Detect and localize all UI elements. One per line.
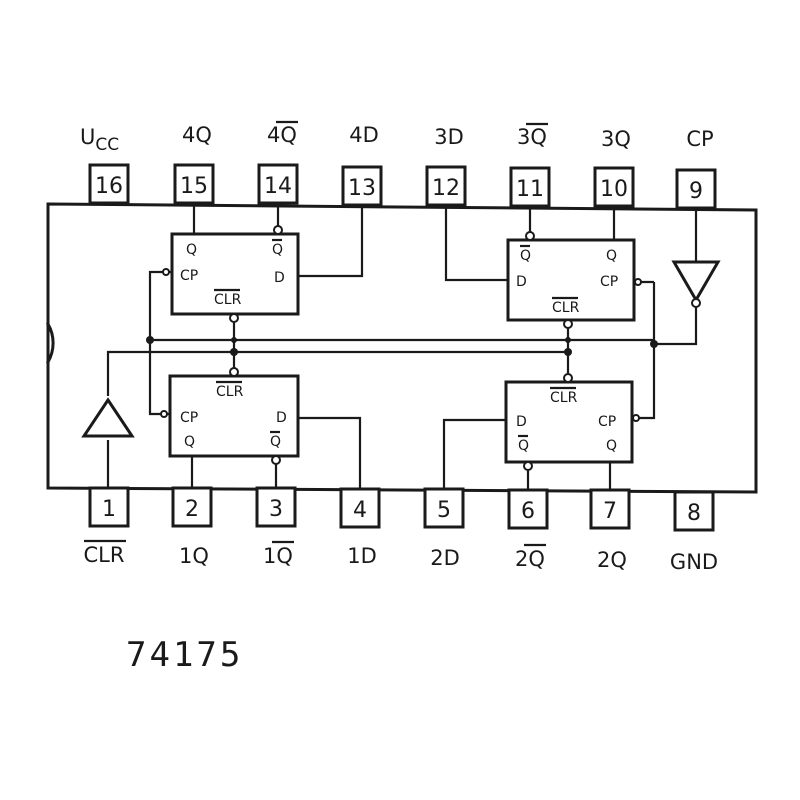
inversion-bubble — [563, 319, 573, 329]
pin-number: 10 — [600, 177, 628, 202]
pin-label-3q: 3Q — [601, 127, 631, 151]
bottom-pin-5: 5 — [423, 487, 465, 529]
top-pin-12: 12 — [425, 165, 467, 207]
inversion-bubble — [563, 373, 573, 383]
bottom-pin-2: 2 — [171, 486, 213, 528]
bottom-pin-8: 8 — [673, 490, 715, 532]
pin-number: 15 — [180, 174, 208, 199]
pin-label-cp: CP — [686, 127, 713, 151]
inversion-bubble — [271, 455, 281, 465]
ff-qn-label: Q — [606, 248, 617, 264]
pin-number: 16 — [95, 174, 123, 199]
top-pin-13: 13 — [341, 165, 383, 207]
top-pin-9: 9 — [675, 168, 717, 210]
pin-number: 5 — [437, 498, 451, 523]
ff-q-label: Q — [186, 242, 197, 258]
inversion-bubble — [634, 278, 642, 286]
ic-body — [46, 202, 758, 494]
clear-buffer — [81, 397, 135, 438]
ff-clr-label: CLR — [214, 292, 242, 308]
ff-qn-label: Q — [270, 434, 281, 450]
pin-number: 1 — [102, 497, 116, 522]
pin-number: 14 — [264, 174, 292, 199]
inversion-bubble — [632, 414, 640, 422]
inversion-bubble — [160, 410, 168, 418]
pin-label-4q-bar: 4Q — [267, 123, 297, 147]
pin-number: 4 — [353, 498, 367, 523]
ff-cp-label: CP — [180, 410, 198, 426]
pin-label-1d: 1D — [347, 544, 377, 568]
ff-q-label: Q — [520, 248, 531, 264]
pin-label-ucc: UCC — [80, 125, 119, 155]
pin-label-2q-bar: 2Q — [515, 547, 545, 571]
wiring — [81, 204, 721, 490]
inversion-bubble — [273, 225, 283, 235]
pin-label-clr-bar: CLR — [84, 543, 125, 567]
inversion-bubble — [229, 367, 239, 377]
pin-number: 6 — [521, 499, 535, 524]
bottom-pin-7: 7 — [589, 488, 631, 530]
pin-number: 8 — [687, 501, 701, 526]
top-pin-14: 14 — [257, 163, 299, 205]
ff-q-label: Q — [184, 434, 195, 450]
pin-label-4d: 4D — [349, 123, 379, 147]
ff-clr-label: CLR — [550, 390, 578, 406]
ff-d-label: D — [516, 414, 527, 430]
bottom-pin-4: 4 — [339, 487, 381, 529]
bottom-pin-1: 1 — [88, 486, 130, 528]
flipflop-1: CLR CP D Q Q — [168, 374, 300, 458]
pin-number: 7 — [603, 499, 617, 524]
ff-d-label: D — [276, 410, 287, 426]
inversion-bubble — [229, 313, 239, 323]
top-pin-15: 15 — [173, 163, 215, 205]
pin-number: 11 — [516, 177, 544, 202]
ff-cp-label: CP — [600, 274, 618, 290]
part-number: 74175 — [126, 635, 243, 675]
orientation-notch — [45, 321, 55, 365]
pin-label-3d: 3D — [434, 125, 464, 149]
flipflop-4: Q Q CP D CLR — [170, 232, 300, 316]
inversion-bubble — [162, 268, 170, 276]
top-pin-16: 16 — [88, 163, 130, 205]
pin-label-4q: 4Q — [182, 123, 212, 147]
top-pin-11: 11 — [509, 166, 551, 208]
inversion-bubble — [523, 461, 533, 471]
pin-number: 9 — [689, 179, 703, 204]
ff-clr-label: CLR — [216, 384, 244, 400]
pin-label-1q-bar: 1Q — [263, 544, 293, 568]
flipflop-2: CLR D CP Q Q — [504, 380, 634, 464]
ff-qn-label: Q — [606, 438, 617, 454]
ff-q-label: Q — [518, 438, 529, 454]
ff-clr-label: CLR — [552, 300, 580, 316]
ff-qn-label: Q — [272, 242, 283, 258]
bottom-pin-6: 6 — [507, 488, 549, 530]
inversion-bubble — [525, 231, 535, 241]
pin-label-2q: 2Q — [597, 548, 627, 572]
flipflop-3: Q Q D CP CLR — [506, 238, 636, 322]
pin-number: 13 — [348, 176, 376, 201]
ff-d-label: D — [516, 274, 527, 290]
inversion-bubble — [691, 298, 701, 308]
clock-buffer — [671, 260, 721, 303]
pin-number: 12 — [432, 176, 460, 201]
ff-cp-label: CP — [598, 414, 616, 430]
pin-label-gnd: GND — [670, 550, 718, 574]
pin-number: 3 — [269, 497, 283, 522]
top-pin-10: 10 — [593, 166, 635, 208]
pin-label-1q: 1Q — [179, 544, 209, 568]
pin-label-2d: 2D — [430, 546, 460, 570]
bottom-pin-3: 3 — [255, 486, 297, 528]
pin-number: 2 — [185, 497, 199, 522]
pin-label-3q-bar: 3Q — [517, 125, 547, 149]
ff-cp-label: CP — [180, 268, 198, 284]
ff-d-label: D — [274, 270, 285, 286]
